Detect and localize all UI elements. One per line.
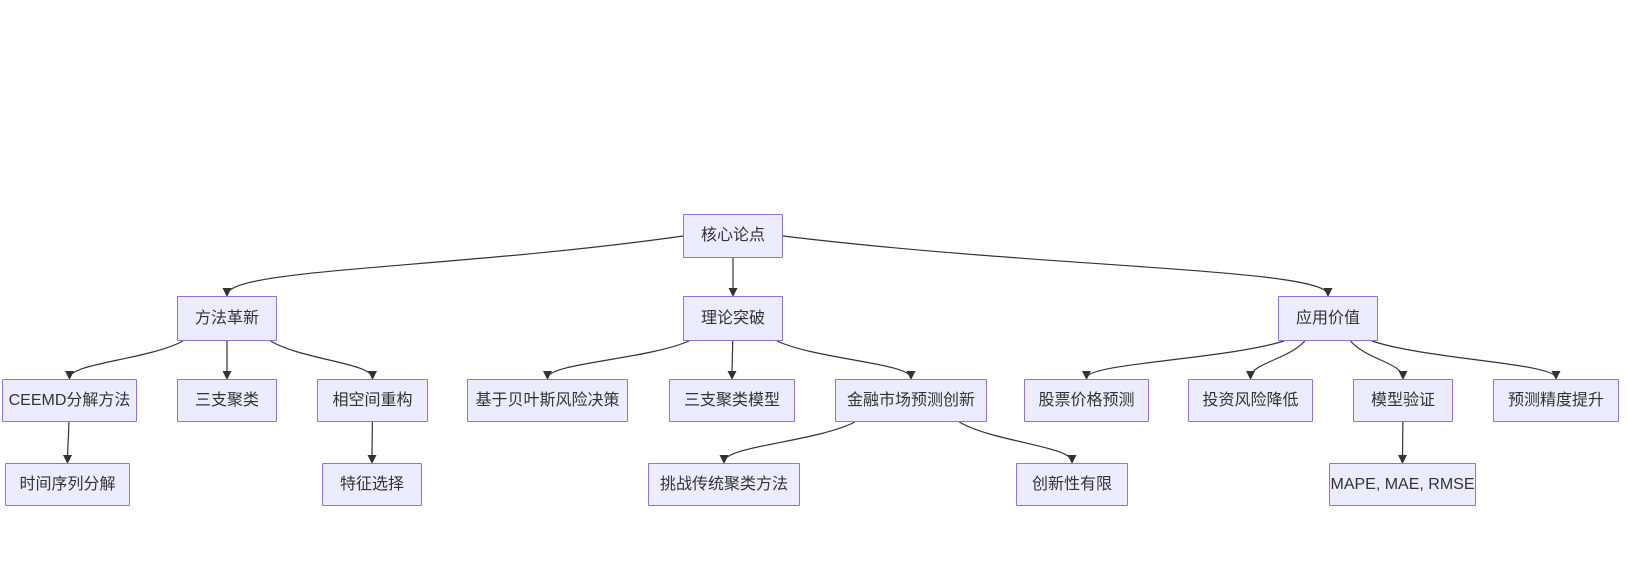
edge-theory-breakthrough-to-bayesian-risk-decision — [543, 340, 690, 380]
edge-core-thesis-to-application-value — [782, 235, 1333, 297]
edge-method-innovation-to-phase-space-reconstruction — [270, 340, 377, 380]
node-theory-breakthrough: 理论突破 — [683, 296, 783, 341]
node-label: 金融市场预测创新 — [846, 391, 975, 409]
node-label: 方法革新 — [194, 309, 259, 327]
node-three-way-clustering: 三支聚类 — [177, 379, 277, 422]
node-phase-space-reconstruction: 相空间重构 — [317, 379, 428, 422]
edge-application-value-to-model-validation — [1350, 340, 1408, 380]
edge-application-value-to-investment-risk-reduction — [1246, 340, 1306, 380]
edge-application-value-to-forecast-precision-improvement — [1371, 340, 1561, 380]
node-model-validation: 模型验证 — [1353, 379, 1453, 422]
node-label: 时间序列分解 — [19, 475, 116, 493]
edge-theory-breakthrough-to-three-way-clustering-model — [727, 340, 737, 380]
node-limited-innovation: 创新性有限 — [1016, 463, 1128, 506]
node-label: 创新性有限 — [1031, 475, 1112, 493]
node-label: CEEMD分解方法 — [8, 391, 131, 409]
node-label: 应用价值 — [1295, 309, 1360, 327]
node-ceemd-decomposition: CEEMD分解方法 — [2, 379, 137, 422]
node-error-metrics: MAPE, MAE, RMSE — [1329, 463, 1476, 506]
edge-ceemd-decomposition-to-time-series-decomposition — [63, 421, 73, 464]
node-stock-price-prediction: 股票价格预测 — [1024, 379, 1149, 422]
node-label: 相空间重构 — [332, 391, 413, 409]
node-label: 三支聚类 — [194, 391, 259, 409]
edge-core-thesis-to-method-innovation — [222, 235, 684, 297]
edge-application-value-to-stock-price-prediction — [1082, 340, 1285, 380]
node-label: 挑战传统聚类方法 — [659, 475, 788, 493]
node-time-series-decomposition: 时间序列分解 — [5, 463, 130, 506]
node-label: 模型验证 — [1370, 391, 1435, 409]
node-three-way-clustering-model: 三支聚类模型 — [669, 379, 795, 422]
node-challenge-traditional-clustering: 挑战传统聚类方法 — [648, 463, 800, 506]
node-application-value: 应用价值 — [1278, 296, 1378, 341]
node-label: 基于贝叶斯风险决策 — [475, 391, 620, 409]
node-label: 核心论点 — [700, 227, 765, 245]
node-label: 投资风险降低 — [1202, 391, 1299, 409]
node-forecast-precision-improvement: 预测精度提升 — [1493, 379, 1619, 422]
node-bayesian-risk-decision: 基于贝叶斯风险决策 — [467, 379, 628, 422]
node-label: MAPE, MAE, RMSE — [1330, 475, 1475, 493]
edge-theory-breakthrough-to-financial-market-forecast-innovation — [776, 340, 916, 380]
node-label: 理论突破 — [700, 309, 765, 327]
node-label: 特征选择 — [339, 475, 404, 493]
node-label: 三支聚类模型 — [683, 391, 780, 409]
edge-financial-market-forecast-innovation-to-challenge-traditional-clustering — [719, 421, 856, 464]
node-label: 预测精度提升 — [1507, 391, 1604, 409]
node-investment-risk-reduction: 投资风险降低 — [1188, 379, 1313, 422]
node-method-innovation: 方法革新 — [177, 296, 277, 341]
node-label: 股票价格预测 — [1038, 391, 1135, 409]
node-feature-selection: 特征选择 — [322, 463, 422, 506]
node-financial-market-forecast-innovation: 金融市场预测创新 — [835, 379, 987, 422]
node-core-thesis: 核心论点 — [683, 214, 783, 258]
edge-method-innovation-to-ceemd-decomposition — [65, 340, 184, 380]
edge-financial-market-forecast-innovation-to-limited-innovation — [958, 421, 1077, 464]
